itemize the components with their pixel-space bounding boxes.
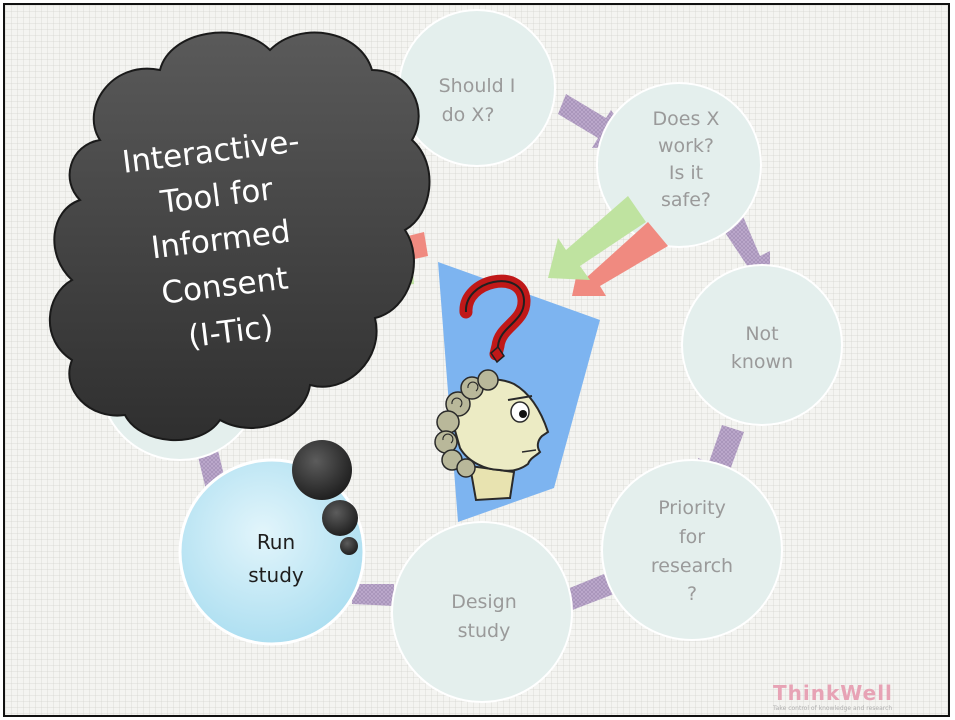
logo-name: ThinkWell	[773, 681, 893, 705]
node-priority-line-2: for	[679, 526, 705, 548]
node-design-line-1: Design	[451, 591, 517, 613]
node-unknown-line-2: known	[731, 351, 793, 373]
arrow-design-to-run	[352, 584, 394, 606]
node-priority-line-3: research	[651, 555, 733, 577]
cycle-node-unknown: Not known	[681, 264, 843, 426]
node-works-line-3: Is it	[669, 162, 703, 184]
cycle-node-run: Run study	[178, 458, 366, 646]
node-run-line-1: Run	[257, 530, 295, 554]
red-arrow	[572, 222, 668, 296]
thought-bubble-icon	[292, 440, 358, 555]
node-should-line-1: Should I	[439, 75, 516, 97]
node-unknown-line-1: Not	[745, 323, 778, 345]
node-design-line-2: study	[458, 620, 511, 642]
cycle-node-priority: Priority for research ?	[601, 459, 783, 641]
node-works-line-2: work?	[658, 135, 714, 157]
node-run-line-2: study	[248, 563, 304, 587]
green-arrow	[548, 196, 646, 280]
question-mark-icon	[459, 274, 531, 364]
thinking-head-icon	[434, 369, 550, 502]
node-works-line-1: Does X	[653, 108, 720, 130]
thinkwell-logo: ThinkWell Take control of knowledge and …	[772, 681, 893, 712]
cycle-node-design: Design study	[391, 521, 573, 703]
node-priority-line-4: ?	[687, 583, 697, 605]
node-works-line-4: safe?	[661, 189, 711, 211]
node-priority-line-1: Priority	[658, 497, 726, 519]
thought-cloud: Interactive- Tool for Informed Consent (…	[48, 31, 431, 441]
evidence-arrows	[396, 196, 668, 296]
node-should-line-2: do X?	[442, 104, 495, 126]
cycle-node-should: Should I do X?	[398, 9, 556, 167]
logo-tagline: Take control of knowledge and research	[772, 705, 892, 712]
cycle-node-works: Does X work? Is it safe?	[596, 82, 762, 248]
